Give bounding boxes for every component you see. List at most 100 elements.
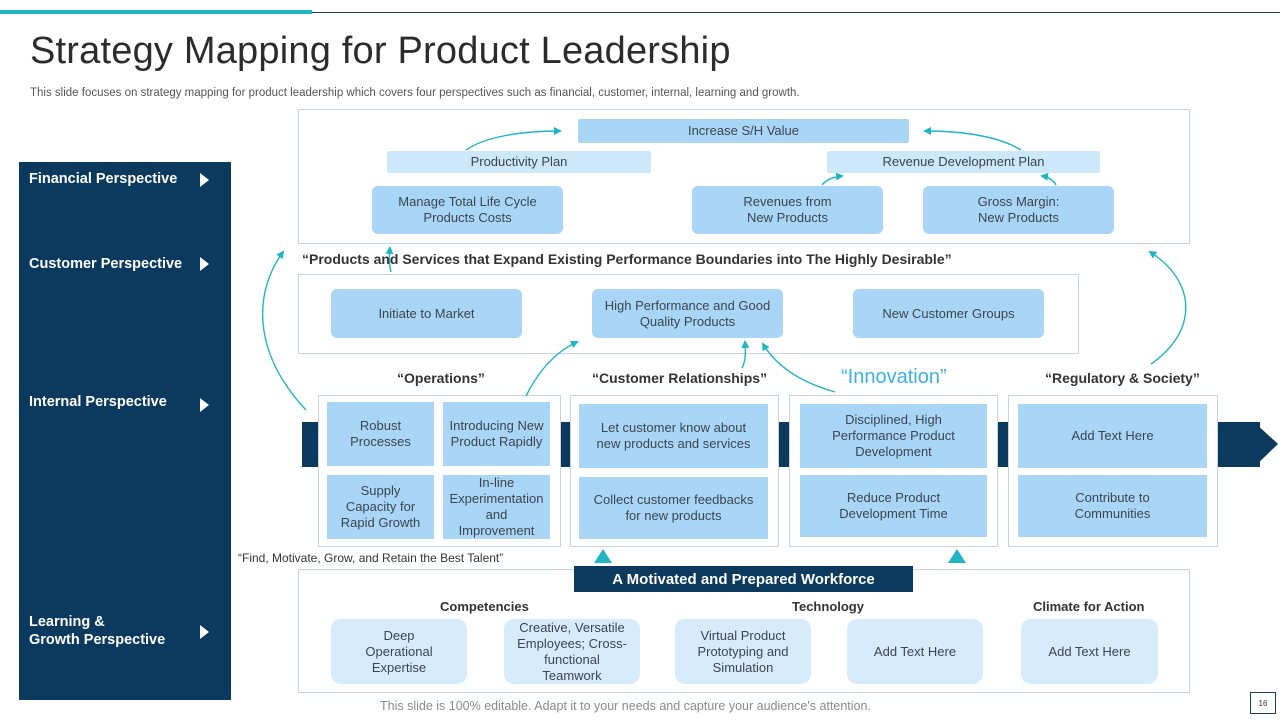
climate-add-text-box: Add Text Here — [1021, 619, 1158, 684]
creative-line3: functional — [544, 651, 600, 667]
regulatory-heading: “Regulatory & Society” — [1045, 370, 1200, 386]
revenue-development-plan-box: Revenue Development Plan — [827, 151, 1100, 173]
contribute-line2: Communities — [1074, 506, 1151, 521]
financial-perspective-label: Financial Perspective — [29, 171, 178, 187]
contribute-communities-box: Contribute to Communities — [1018, 475, 1207, 537]
supply-line2: Capacity for — [345, 499, 416, 514]
learning-label-line1: Learning & — [29, 614, 105, 630]
workforce-banner: A Motivated and Prepared Workforce — [574, 566, 913, 592]
robust-line1: Robust — [359, 418, 402, 433]
disciplined-development-box: Disciplined, High Performance Product De… — [800, 404, 987, 468]
customer-arrow-icon — [200, 257, 209, 271]
disciplined-line2: Performance Product — [832, 428, 955, 443]
deep-expertise-box: Deep Operational Expertise — [331, 619, 467, 684]
high-performance-box: High Performance and Good Quality Produc… — [592, 289, 783, 338]
increase-sh-value-box: Increase S/H Value — [578, 119, 909, 143]
competencies-heading: Competencies — [440, 599, 529, 614]
virtual-line3: Simulation — [712, 659, 774, 675]
technology-heading: Technology — [792, 599, 864, 614]
band-segment — [779, 422, 789, 467]
creative-line2: Employees; Cross- — [517, 635, 627, 651]
supply-line3: Rapid Growth — [340, 515, 421, 530]
inline-experimentation-box: In-line Experimentation and Improvement — [443, 475, 550, 539]
technology-add-text: Add Text Here — [873, 643, 957, 659]
band-segment — [302, 422, 318, 467]
customer-perspective-label: Customer Perspective — [29, 256, 183, 272]
operations-heading: “Operations” — [397, 370, 485, 386]
band-segment — [1218, 422, 1258, 467]
inline-line1: In-line — [478, 475, 515, 490]
gross-margin-box: Gross Margin: New Products — [923, 186, 1114, 234]
technology-add-text-box: Add Text Here — [847, 619, 983, 684]
internal-perspective-label: Internal Perspective — [29, 394, 167, 410]
learning-arrow-icon — [200, 625, 209, 639]
internal-arrow-icon — [200, 398, 209, 412]
initiate-text: Initiate to Market — [378, 305, 475, 321]
new-customer-groups-text: New Customer Groups — [882, 305, 1015, 321]
arrow-regulatory-to-financial — [1148, 250, 1187, 365]
learning-perspective-label: Learning & Growth Perspective — [29, 613, 165, 649]
let-customer-know-box: Let customer know about new products and… — [579, 404, 768, 468]
robust-line2: Processes — [350, 434, 411, 449]
introducing-new-product-box: Introducing New Product Rapidly — [443, 402, 550, 466]
band-segment — [561, 422, 570, 467]
band-segment — [998, 422, 1008, 467]
customer-relationships-heading: “Customer Relationships” — [592, 370, 768, 386]
up-triangle-icon — [948, 549, 966, 563]
customer-quote: “Products and Services that Expand Exist… — [302, 251, 952, 267]
innovation-heading: “Innovation” — [841, 366, 947, 388]
creative-line1: Creative, Versatile — [519, 619, 625, 635]
collect-line1: Collect customer feedbacks — [593, 492, 754, 507]
productivity-plan-box: Productivity Plan — [387, 151, 651, 173]
page-number: 16 — [1250, 692, 1276, 714]
climate-heading: Climate for Action — [1033, 599, 1145, 614]
perspectives-sidebar: Financial Perspective Customer Perspecti… — [19, 162, 231, 700]
page-title: Strategy Mapping for Product Leadership — [30, 30, 731, 72]
high-performance-line2: Quality Products — [639, 313, 736, 329]
reduce-development-time-box: Reduce Product Development Time — [800, 475, 987, 537]
band-arrow-tip — [1254, 422, 1278, 467]
top-rule — [312, 12, 1280, 13]
gross-line2: New Products — [978, 210, 1059, 225]
inline-line3: and Improvement — [458, 507, 535, 538]
virtual-prototyping-box: Virtual Product Prototyping and Simulati… — [675, 619, 811, 684]
collect-feedbacks-box: Collect customer feedbacks for new produ… — [579, 477, 768, 539]
supply-capacity-box: Supply Capacity for Rapid Growth — [327, 475, 434, 539]
financial-arrow-icon — [200, 173, 209, 187]
manage-line1: Manage Total Life Cycle — [398, 194, 537, 209]
introducing-line2: Product Rapidly — [450, 434, 543, 449]
manage-lifecycle-box: Manage Total Life Cycle Products Costs — [372, 186, 563, 234]
disciplined-line1: Disciplined, High — [845, 412, 942, 427]
deep-line2: Operational — [365, 643, 433, 659]
contribute-line1: Contribute to — [1075, 490, 1150, 505]
financial-frame — [298, 109, 1190, 244]
deep-line1: Deep — [383, 627, 415, 643]
let-line2: new products and services — [596, 436, 751, 451]
high-performance-line1: High Performance and Good — [604, 297, 771, 313]
initiate-to-market-box: Initiate to Market — [331, 289, 522, 338]
up-triangle-icon — [594, 549, 612, 563]
regulatory-add-text-box: Add Text Here — [1018, 404, 1207, 468]
disciplined-line3: Development — [855, 444, 932, 459]
inline-line2: Experimentation — [449, 491, 544, 506]
page-subtitle: This slide focuses on strategy mapping f… — [30, 87, 800, 99]
regulatory-add-text: Add Text Here — [1071, 428, 1154, 443]
top-accent-bar — [0, 10, 312, 14]
revenue-development-plan-text: Revenue Development Plan — [882, 154, 1045, 169]
revenues-line1: Revenues from — [743, 194, 832, 209]
supply-line1: Supply — [360, 483, 401, 498]
revenues-line2: New Products — [747, 210, 828, 225]
new-customer-groups-box: New Customer Groups — [853, 289, 1044, 338]
manage-line2: Products Costs — [423, 210, 512, 225]
robust-processes-box: Robust Processes — [327, 402, 434, 466]
gross-line1: Gross Margin: — [977, 194, 1060, 209]
reduce-line1: Reduce Product — [846, 490, 941, 505]
creative-employees-box: Creative, Versatile Employees; Cross- fu… — [504, 619, 640, 684]
deep-line3: Expertise — [371, 659, 427, 675]
introducing-line1: Introducing New — [449, 418, 544, 433]
revenues-new-products-box: Revenues from New Products — [692, 186, 883, 234]
creative-line4: Teamwork — [542, 667, 602, 683]
footer-note: This slide is 100% editable. Adapt it to… — [380, 699, 871, 713]
productivity-plan-text: Productivity Plan — [470, 154, 568, 169]
collect-line2: for new products — [625, 508, 722, 523]
